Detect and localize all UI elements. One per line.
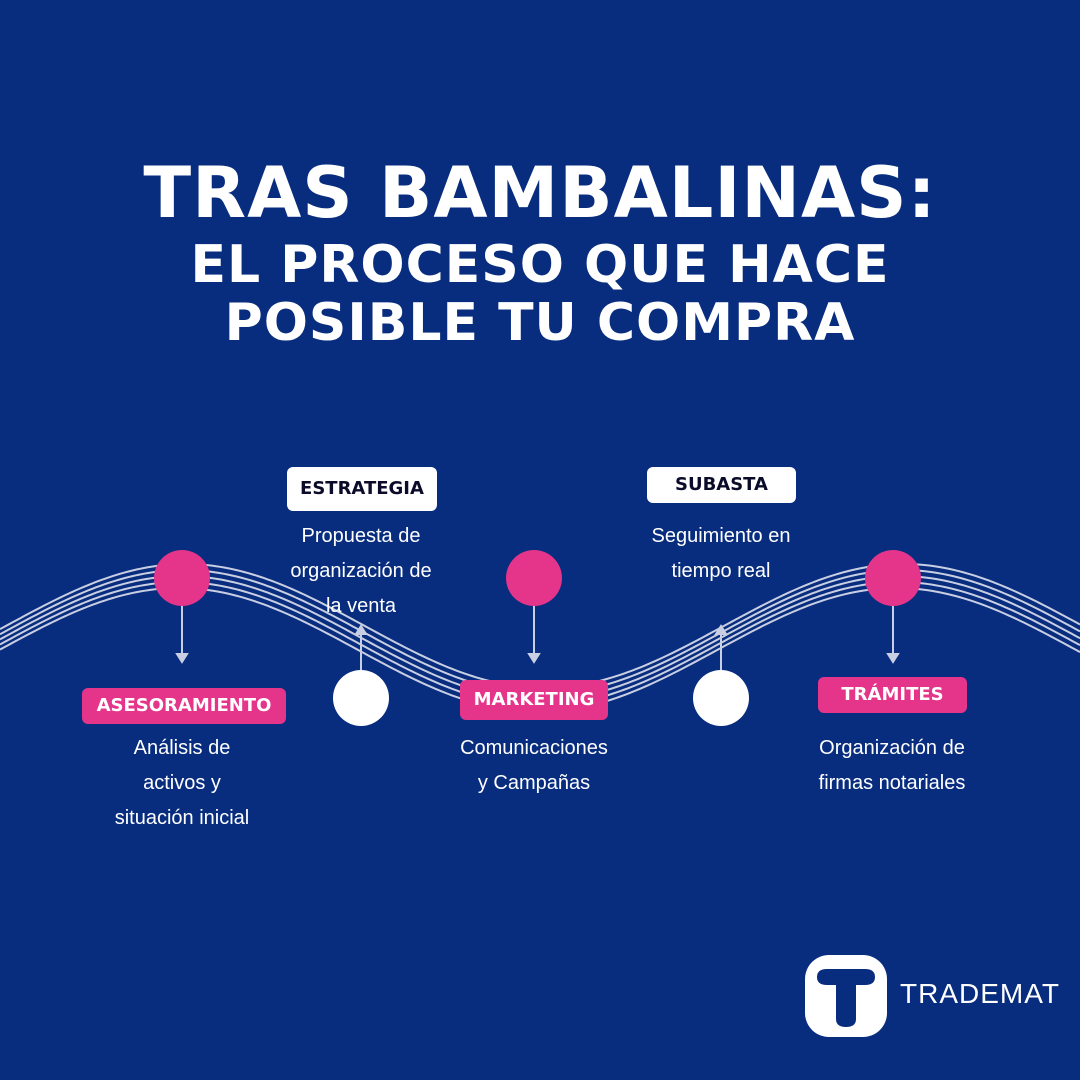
desc-line: firmas notariales xyxy=(818,772,966,794)
desc-tramites: Organización de firmas notariales xyxy=(782,731,1002,801)
title-line-2: EL PROCESO QUE HACE xyxy=(190,235,890,295)
label-estrategia: ESTRATEGIA xyxy=(287,467,437,511)
title-line-3: POSIBLE TU COMPRA xyxy=(224,293,856,353)
desc-line: Seguimiento en xyxy=(651,525,791,547)
desc-line: organización de xyxy=(290,560,432,582)
trademat-logo-icon xyxy=(805,955,887,1037)
node-asesoramiento xyxy=(154,550,210,606)
desc-line: activos y xyxy=(143,772,221,794)
brand-name: TRADEMAT xyxy=(900,978,1060,1009)
desc-marketing: Comunicaciones y Campañas xyxy=(424,731,644,801)
desc-line: Análisis de xyxy=(133,737,231,759)
label-tramites: TRÁMITES xyxy=(818,677,967,713)
arrow-head-asesoramiento xyxy=(175,653,189,664)
title-line-1: TRAS BAMBALINAS: xyxy=(143,152,937,234)
desc-line: tiempo real xyxy=(671,560,771,582)
desc-subasta: Seguimiento en tiempo real xyxy=(611,519,831,589)
desc-line: Propuesta de xyxy=(301,525,421,547)
label-subasta: SUBASTA xyxy=(647,467,796,503)
label-marketing: MARKETING xyxy=(460,680,608,720)
desc-estrategia: Propuesta de organización de la venta xyxy=(261,519,461,624)
arrow-head-subasta xyxy=(714,624,728,635)
arrow-head-marketing xyxy=(527,653,541,664)
page-title: TRAS BAMBALINAS: EL PROCESO QUE HACE POS… xyxy=(0,150,1080,352)
desc-asesoramiento: Análisis de activos y situación inicial xyxy=(82,731,282,836)
node-marketing xyxy=(506,550,562,606)
node-estrategia xyxy=(333,670,389,726)
arrow-head-estrategia xyxy=(354,624,368,635)
desc-line: Organización de xyxy=(819,737,965,759)
desc-line: Comunicaciones xyxy=(460,737,608,759)
arrow-head-tramites xyxy=(886,653,900,664)
node-subasta xyxy=(693,670,749,726)
desc-line: y Campañas xyxy=(477,772,591,794)
node-tramites xyxy=(865,550,921,606)
desc-line: la venta xyxy=(325,595,397,617)
connector-arrows xyxy=(175,605,900,670)
label-asesoramiento: ASESORAMIENTO xyxy=(82,688,286,724)
desc-line: situación inicial xyxy=(114,807,250,829)
